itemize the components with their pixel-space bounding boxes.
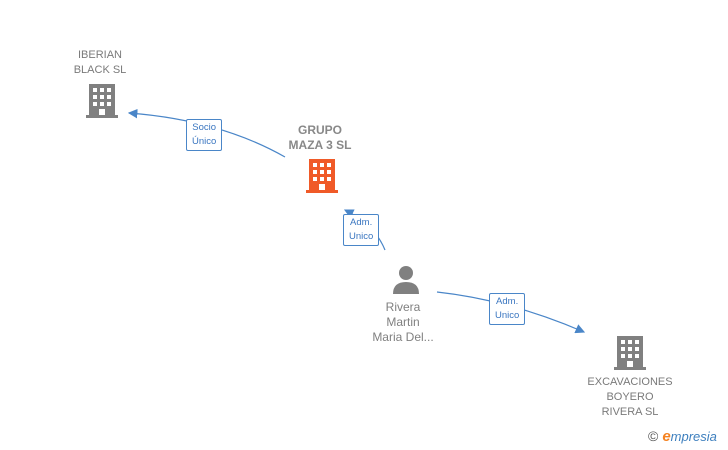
edge-label-socio-unico: Socio Único: [186, 119, 223, 151]
iberian-label-line1: IBERIAN: [77, 49, 122, 61]
building-icon[interactable]: [614, 336, 646, 370]
edge-label-adm1-line2: Unico: [349, 231, 374, 242]
empresia-watermark: ©empresia: [648, 428, 728, 445]
person-label-line3: Maria Del...: [372, 330, 434, 344]
excavaciones-label-line2: BOYERO: [606, 391, 654, 403]
excavaciones-label-line3: RIVERA SL: [601, 406, 659, 418]
iberian-label-line2: BLACK SL: [73, 64, 127, 76]
grupo-label-line2: MAZA 3 SL: [288, 138, 352, 152]
edge-label-adm1-line1: Adm.: [350, 217, 373, 228]
person-icon[interactable]: [392, 264, 420, 294]
edge-label-adm2-line2: Unico: [495, 310, 520, 321]
brand-logo-text: mpresia: [670, 429, 717, 444]
edge-label-socio-line1: Socio: [192, 122, 217, 133]
person-label-line1: Rivera: [385, 300, 421, 314]
brand-logo-e: e: [662, 428, 671, 445]
person-label-line2: Martin: [386, 315, 420, 329]
excavaciones-label-line1: EXCAVACIONES: [587, 376, 673, 388]
copyright-icon: ©: [648, 428, 659, 444]
edge-label-adm-unico-1: Adm. Unico: [343, 214, 380, 246]
building-icon[interactable]: [86, 84, 118, 118]
building-icon-highlighted[interactable]: [306, 159, 338, 193]
excavaciones-label[interactable]: EXCAVACIONES BOYERO RIVERA SL: [578, 375, 682, 420]
edge-label-adm2-line1: Adm.: [496, 296, 519, 307]
edge-label-adm-unico-2: Adm. Unico: [489, 293, 526, 325]
edge-label-socio-line2: Único: [192, 136, 217, 147]
grupo-label-line1: GRUPO: [297, 123, 342, 137]
iberian-label[interactable]: IBERIAN BLACK SL: [60, 48, 140, 78]
person-label[interactable]: Rivera Martin Maria Del...: [353, 300, 453, 345]
grupo-label[interactable]: GRUPO MAZA 3 SL: [270, 123, 370, 153]
